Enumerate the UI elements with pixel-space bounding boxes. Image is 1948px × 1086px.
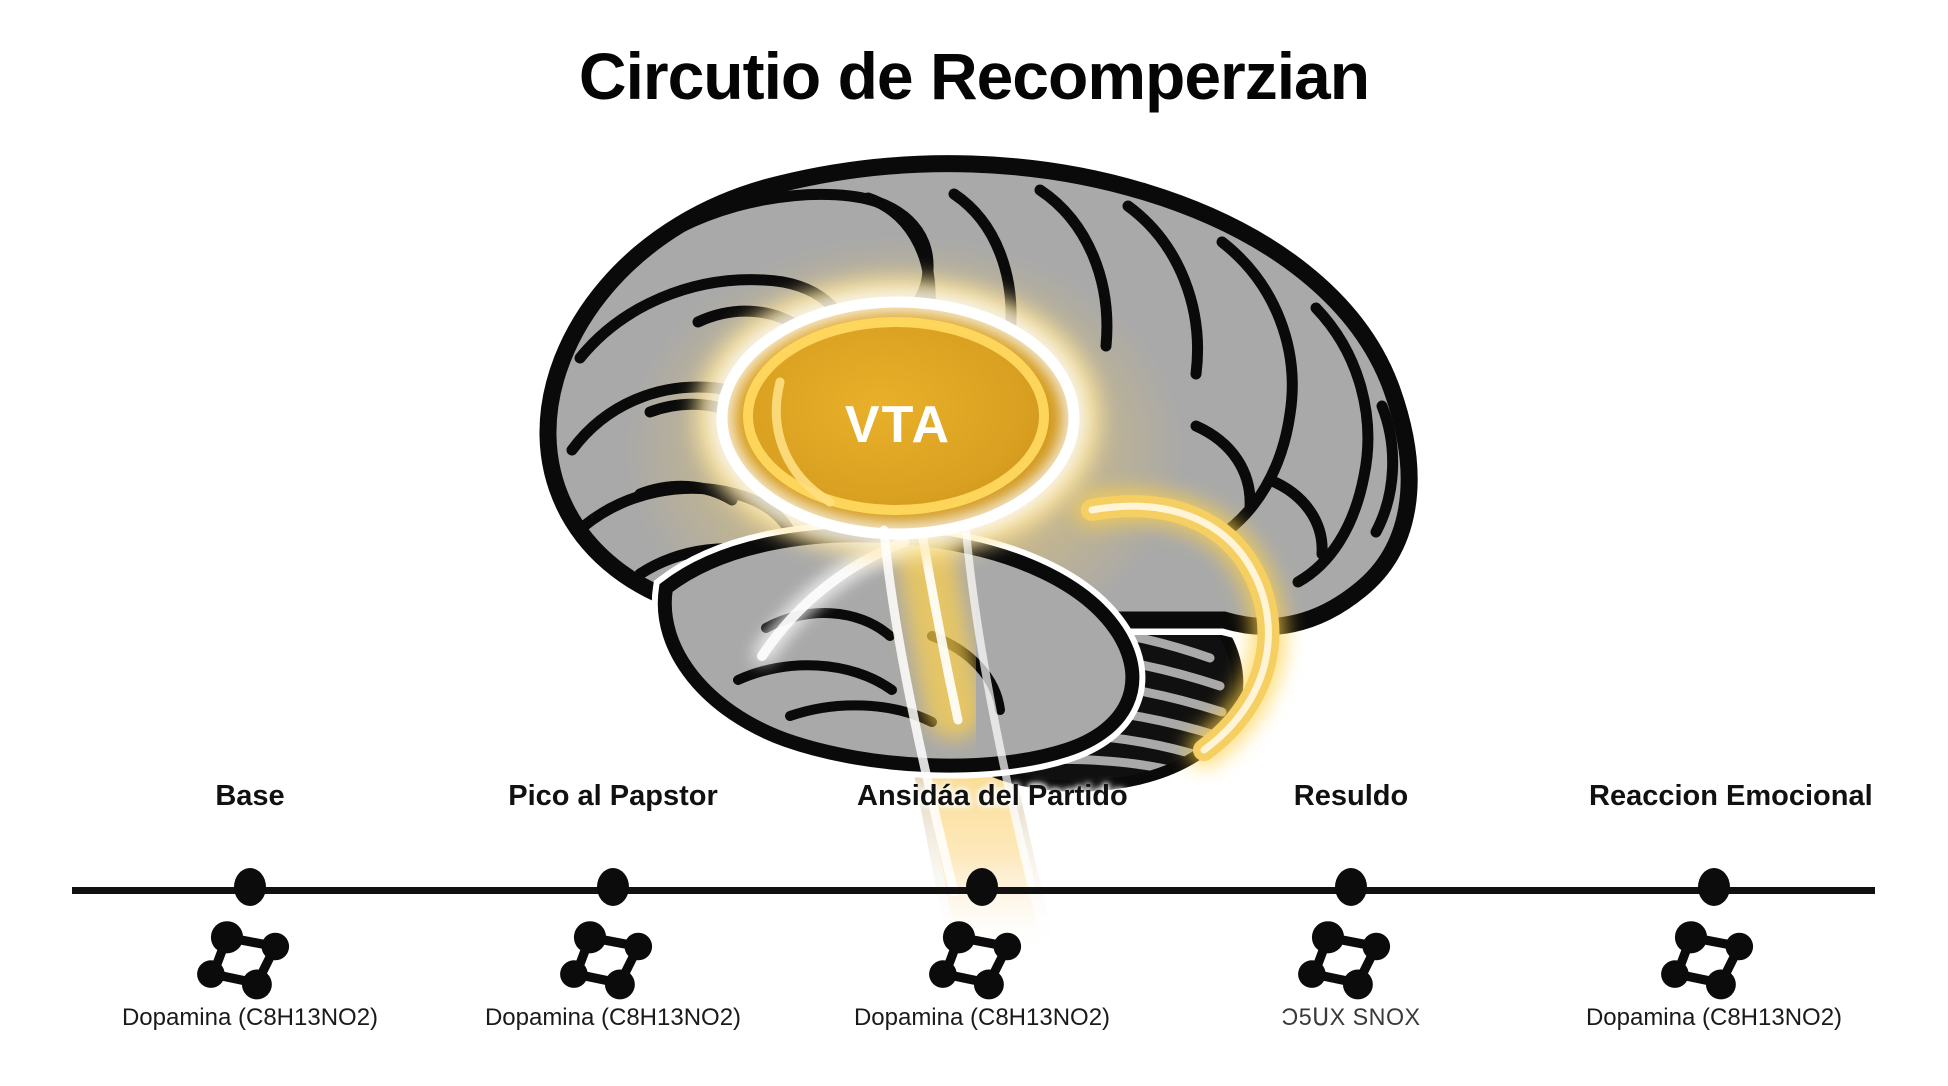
timeline-dot[interactable] xyxy=(1698,868,1730,906)
stem-crossing-highlights xyxy=(879,525,1036,897)
vta-ring-accent xyxy=(771,377,835,507)
timeline-stage-1[interactable]: Base xyxy=(125,782,375,811)
molecule-icon xyxy=(190,912,310,1004)
timeline-molecule-caption: Dopamina (C8H13NO2) xyxy=(484,1004,742,1031)
vta-region-group: VTA xyxy=(695,277,1101,559)
vta-ring-inner xyxy=(743,317,1049,515)
vta-label: VTA xyxy=(845,396,951,454)
vta-ring-outer xyxy=(716,296,1080,540)
timeline-molecule-caption: Dopamina (C8H13NO2) xyxy=(121,1004,379,1031)
pathway-arc-right-core xyxy=(1088,502,1272,754)
vta-outer-glow xyxy=(695,277,1101,559)
vta-fill xyxy=(722,302,1074,534)
timeline-molecule-caption: Dopamina (C8H13NO2) xyxy=(853,1004,1111,1031)
timeline-stage-5[interactable]: Reaccion Emocional xyxy=(1589,780,1873,812)
stem-highlight-left xyxy=(879,525,959,897)
timeline-stage-label: Reaccion Emocional xyxy=(1589,780,1873,812)
timeline-molecule-caption: Dopamina (C8H13NO2) xyxy=(1585,1004,1843,1031)
timeline-stage-label: Base xyxy=(215,780,285,812)
brain-illustration: VTA xyxy=(480,148,1500,950)
stem-highlight-right xyxy=(962,526,1036,892)
timeline-dot[interactable] xyxy=(234,868,266,906)
page-title: Circutio de Recomperzian xyxy=(578,39,1370,113)
molecule-icon xyxy=(1654,912,1774,1004)
timeline-molecule-caption: Ɔ5ᑌX SNOX xyxy=(1281,1004,1421,1031)
brain-diagram-svg: VTA xyxy=(532,148,1425,950)
